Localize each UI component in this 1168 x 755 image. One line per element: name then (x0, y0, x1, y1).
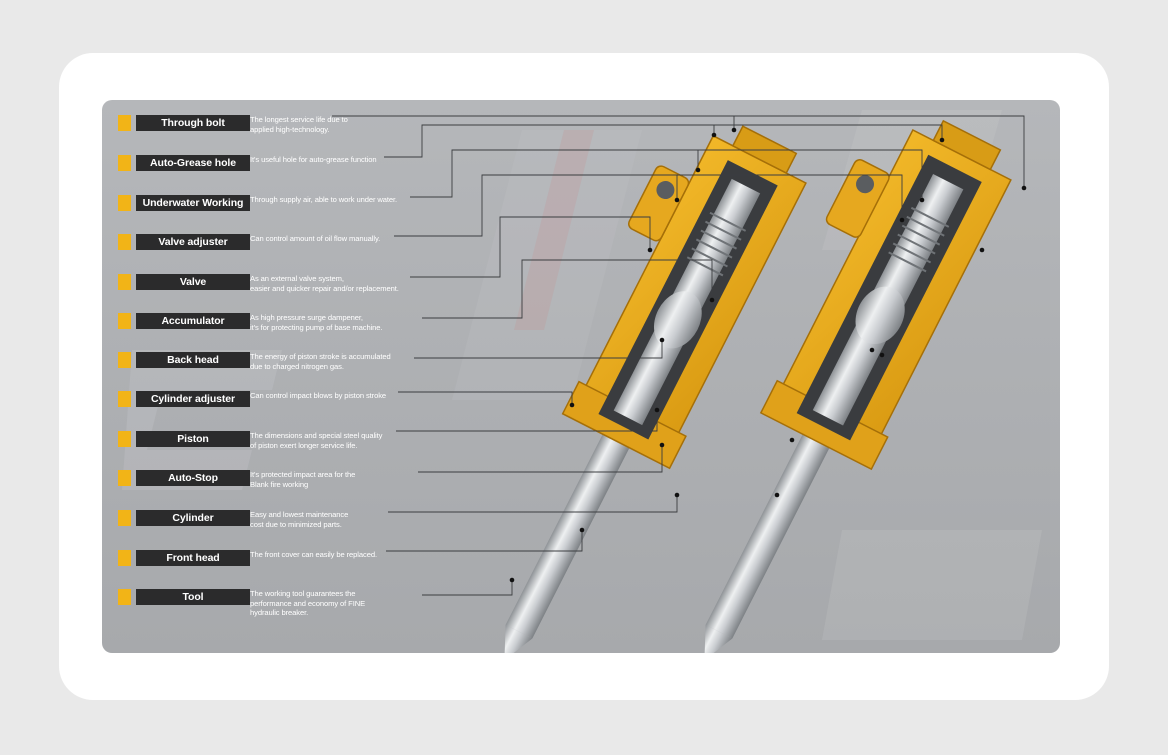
description-line: it's for protecting pump of base machine… (250, 323, 430, 333)
component-label: Valve adjuster (136, 234, 250, 250)
component-label: Underwater Working (136, 195, 250, 211)
label-marker (118, 589, 131, 605)
component-description: As an external valve system, easier and … (250, 274, 430, 293)
component-label: Piston (136, 431, 250, 447)
description-line: The front cover can easily be replaced. (250, 550, 430, 560)
description-line: The dimensions and special steel quality (250, 431, 430, 441)
description-line: Easy and lowest maintenance (250, 510, 430, 520)
description-line: Can control amount of oil flow manually. (250, 234, 430, 244)
component-description: Can control amount of oil flow manually. (250, 234, 430, 244)
component-description: The longest service life due to applied … (250, 115, 430, 134)
component-label: Cylinder (136, 510, 250, 526)
description-line: The working tool guarantees the (250, 589, 430, 599)
label-marker (118, 470, 131, 486)
component-description: Can control impact blows by piston strok… (250, 391, 430, 401)
label-marker (118, 195, 131, 211)
description-line: cost due to minimized parts. (250, 520, 430, 530)
description-line: It's protected impact area for the (250, 470, 430, 480)
description-line: Through supply air, able to work under w… (250, 195, 430, 205)
component-description: It's useful hole for auto-grease functio… (250, 155, 430, 165)
label-marker (118, 155, 131, 171)
component-description: The front cover can easily be replaced. (250, 550, 430, 560)
component-label: Accumulator (136, 313, 250, 329)
component-description: Through supply air, able to work under w… (250, 195, 430, 205)
component-label: Back head (136, 352, 250, 368)
component-label: Tool (136, 589, 250, 605)
component-description: Easy and lowest maintenance cost due to … (250, 510, 430, 529)
component-label: Cylinder adjuster (136, 391, 250, 407)
description-line: As an external valve system, (250, 274, 430, 284)
description-line: It's useful hole for auto-grease functio… (250, 155, 430, 165)
hydraulic-breaker-diagram: Through bolt The longest service life du… (102, 100, 1060, 653)
description-line: performance and economy of FINE (250, 599, 430, 609)
label-marker (118, 431, 131, 447)
description-line: Blank fire working (250, 480, 430, 490)
component-label: Auto-Stop (136, 470, 250, 486)
description-line: due to charged nitrogen gas. (250, 362, 430, 372)
description-line: hydraulic breaker. (250, 608, 430, 618)
description-line: applied high-technology. (250, 125, 430, 135)
label-marker (118, 234, 131, 250)
component-description: The dimensions and special steel quality… (250, 431, 430, 450)
label-marker (118, 550, 131, 566)
description-line: The longest service life due to (250, 115, 430, 125)
component-label: Front head (136, 550, 250, 566)
description-line: As high pressure surge dampener, (250, 313, 430, 323)
component-label: Valve (136, 274, 250, 290)
description-line: The energy of piston stroke is accumulat… (250, 352, 430, 362)
label-marker (118, 510, 131, 526)
label-marker (118, 274, 131, 290)
description-line: easier and quicker repair and/or replace… (250, 284, 430, 294)
component-label: Through bolt (136, 115, 250, 131)
component-description: As high pressure surge dampener, it's fo… (250, 313, 430, 332)
description-line: of piston exert longer service life. (250, 441, 430, 451)
label-marker (118, 352, 131, 368)
component-description: It's protected impact area for the Blank… (250, 470, 430, 489)
label-marker (118, 115, 131, 131)
label-marker (118, 313, 131, 329)
description-line: Can control impact blows by piston strok… (250, 391, 430, 401)
component-label: Auto-Grease hole (136, 155, 250, 171)
component-description: The energy of piston stroke is accumulat… (250, 352, 430, 371)
label-marker (118, 391, 131, 407)
breaker-cutaway-illustration (102, 100, 1060, 653)
component-description: The working tool guarantees the performa… (250, 589, 430, 618)
